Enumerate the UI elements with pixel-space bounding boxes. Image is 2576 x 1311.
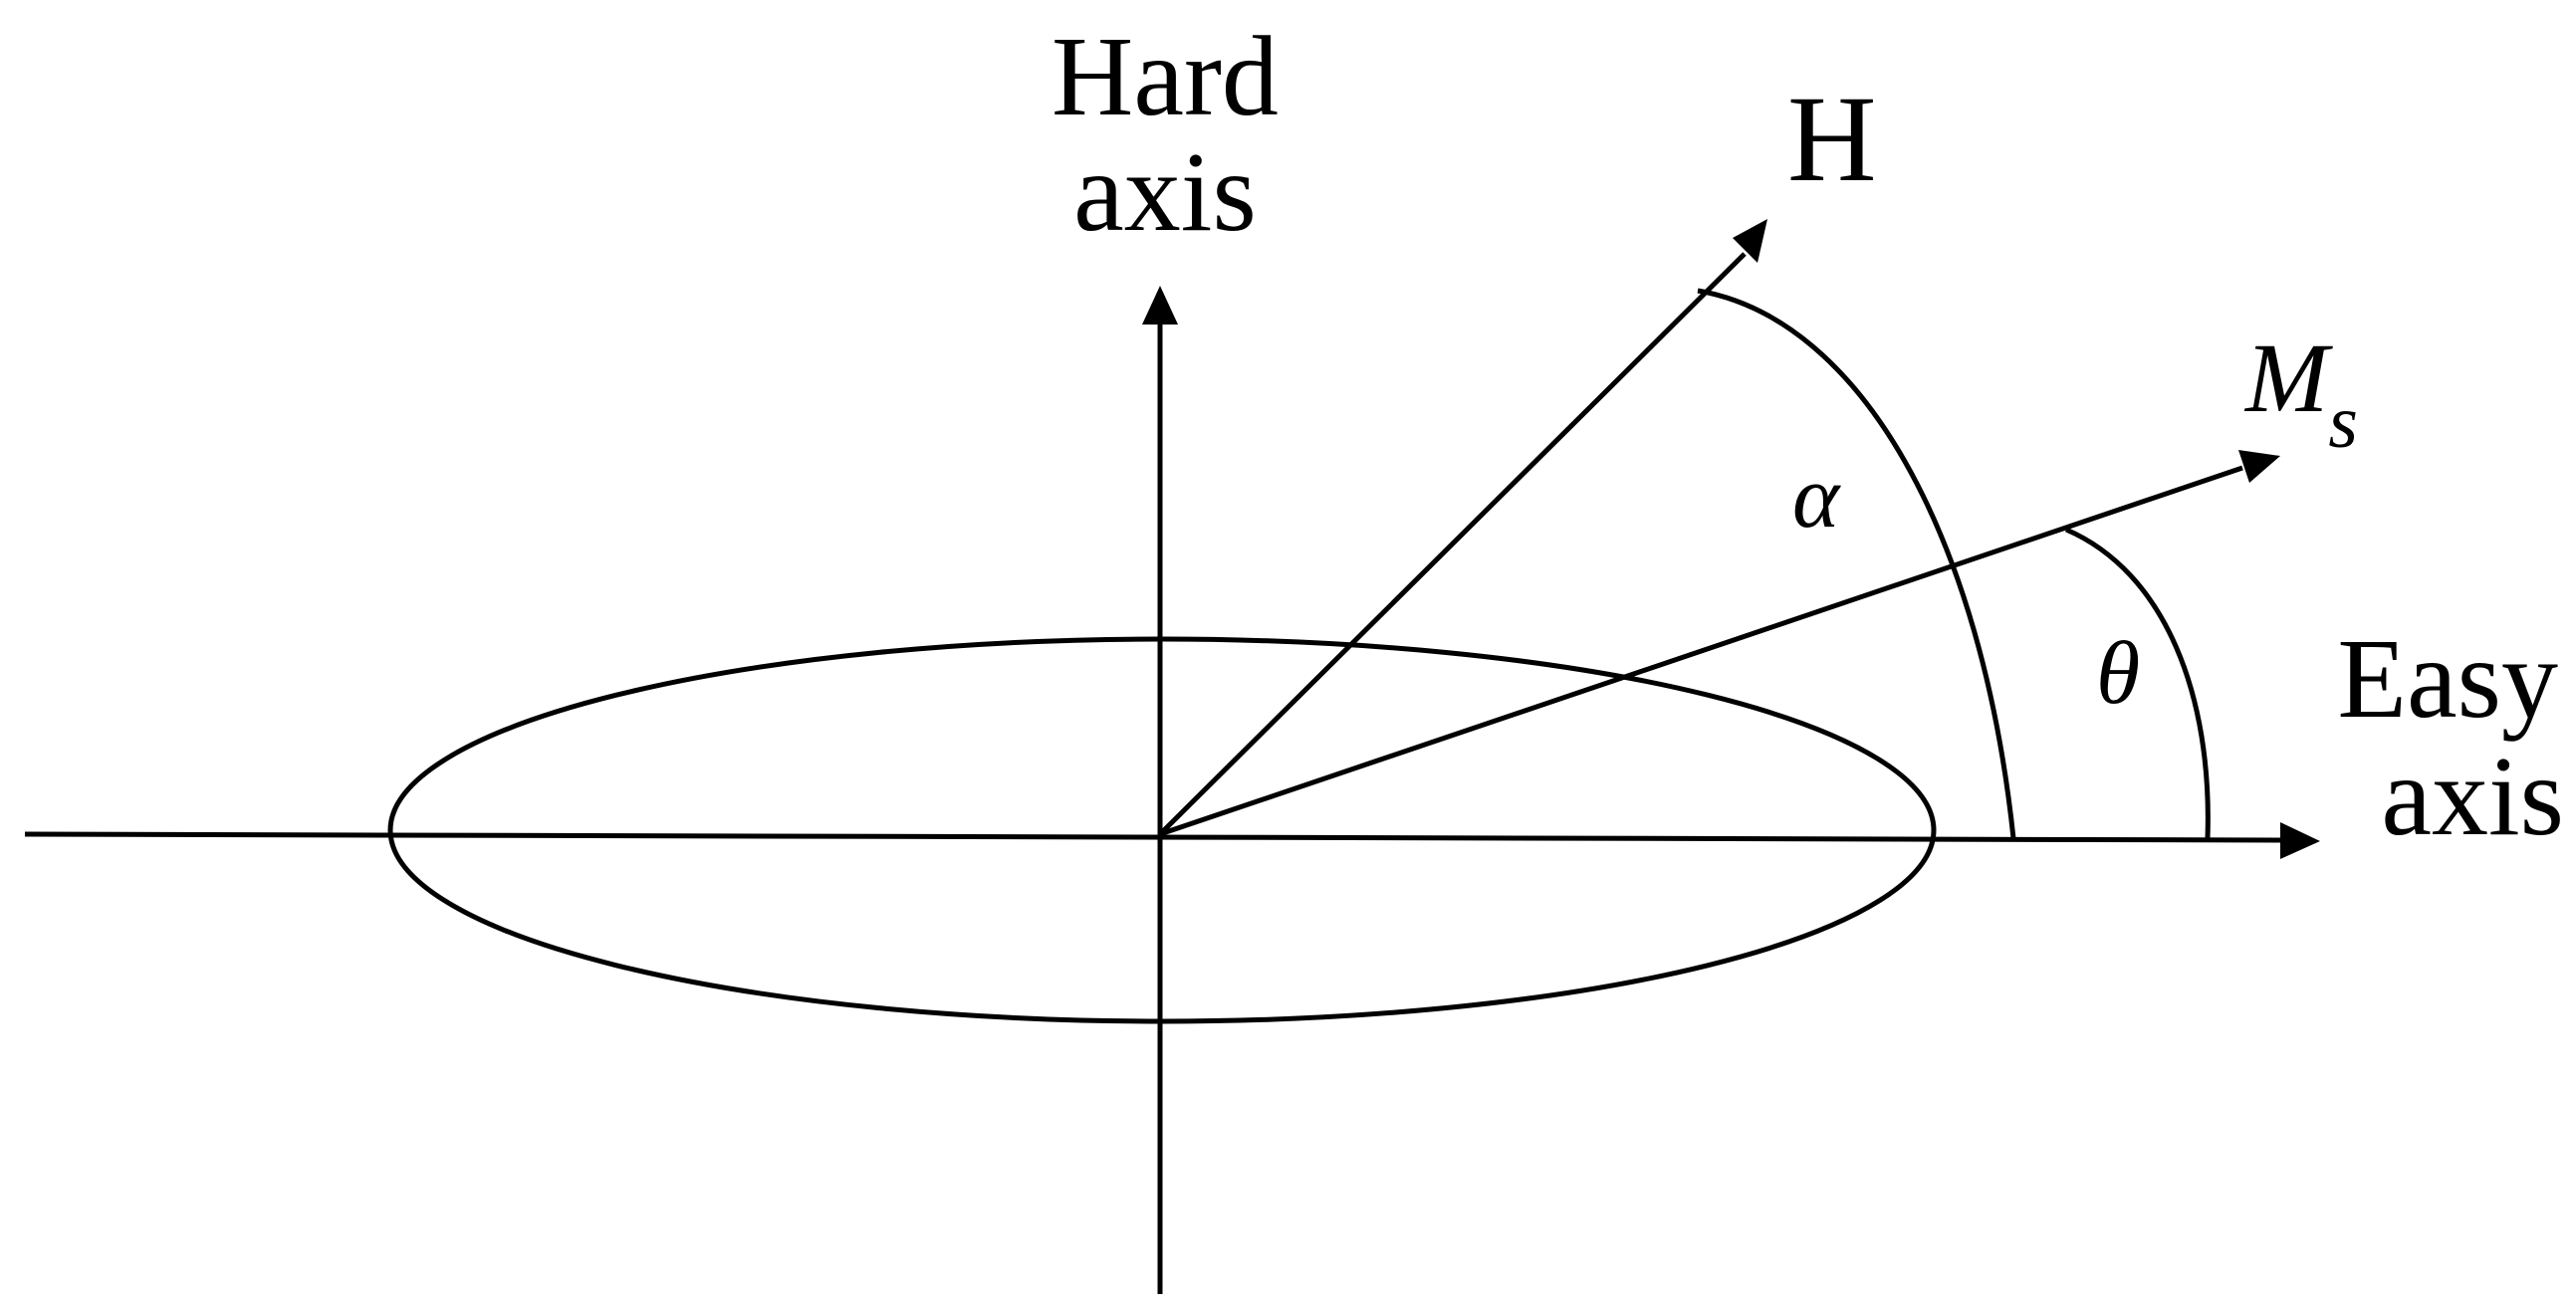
field-label: H — [1787, 71, 1877, 207]
easy-axis-label: Easy axis — [2290, 622, 2576, 853]
alpha-label: α — [1792, 448, 1840, 546]
hard-axis-arrowhead — [1142, 286, 1178, 325]
easy-axis-label-line2: axis — [2381, 733, 2564, 859]
theta-angle-arc — [2065, 527, 2211, 839]
easy-axis-line — [24, 831, 2281, 843]
hard-axis-label: Hard axis — [1006, 20, 1324, 249]
hard-axis-label-line2: axis — [1073, 128, 1257, 255]
field-vector-arrowhead — [1733, 219, 1767, 263]
magnetization-label-main: M — [2245, 323, 2329, 433]
field-vector-line — [1158, 252, 1747, 836]
theta-label: θ — [2096, 624, 2141, 723]
magnetization-vector-line — [1159, 465, 2243, 837]
magnetization-vector-arrowhead — [2238, 450, 2280, 483]
alpha-angle-arc — [1697, 288, 2016, 839]
hard-axis-label-line1: Hard — [1052, 13, 1279, 139]
easy-axis-arrowhead — [2280, 822, 2320, 859]
easy-axis-label-line1: Easy — [2337, 615, 2558, 742]
magnetization-label-subscript: s — [2328, 380, 2358, 464]
particle-ellipse — [387, 636, 1937, 1024]
magnetization-label: Ms — [2245, 328, 2358, 461]
